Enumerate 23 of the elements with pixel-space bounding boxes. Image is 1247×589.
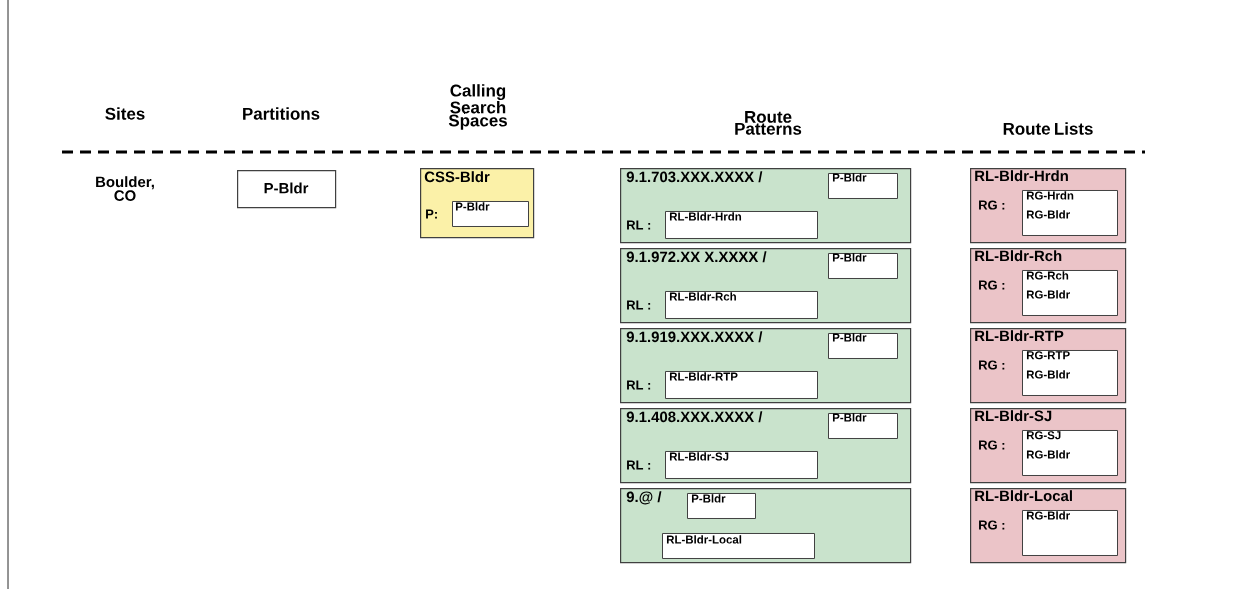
route-group-field: RG-Bldr bbox=[1022, 510, 1118, 556]
column-heading: Route Lists bbox=[1003, 122, 1093, 135]
partition-box: P-Bldr bbox=[237, 170, 337, 209]
partition-field: P-Bldr bbox=[452, 201, 529, 227]
partition-field: P-Bldr bbox=[687, 493, 756, 519]
partition-field: P-Bldr bbox=[828, 253, 898, 279]
route-group-field: RG-Hrdn RG-Bldr bbox=[1022, 190, 1118, 236]
site-label: Boulder, CO bbox=[96, 176, 154, 201]
route-group-field: RG-Rch RG-Bldr bbox=[1022, 270, 1118, 316]
route-list-field: RL-Bldr-Hrdn bbox=[665, 211, 818, 239]
route-list-field: RL-Bldr-SJ bbox=[665, 451, 818, 479]
column-heading: Partitions bbox=[243, 107, 320, 120]
column-heading: Sites bbox=[105, 107, 145, 120]
column-heading: Calling Search Spaces bbox=[448, 84, 507, 130]
partition-field: P-Bldr bbox=[828, 173, 898, 199]
column-heading: Route Patterns bbox=[735, 111, 802, 135]
route-group-field: RG-SJ RG-Bldr bbox=[1022, 430, 1118, 476]
route-list-field: RL-Bldr-Rch bbox=[665, 291, 818, 319]
partition-field: P-Bldr bbox=[828, 333, 898, 359]
partition-field: P-Bldr bbox=[828, 413, 898, 439]
route-group-field: RG-RTP RG-Bldr bbox=[1022, 350, 1118, 396]
route-list-field: RL-Bldr-RTP bbox=[665, 371, 818, 399]
route-list-field: RL-Bldr-Local bbox=[662, 533, 815, 559]
